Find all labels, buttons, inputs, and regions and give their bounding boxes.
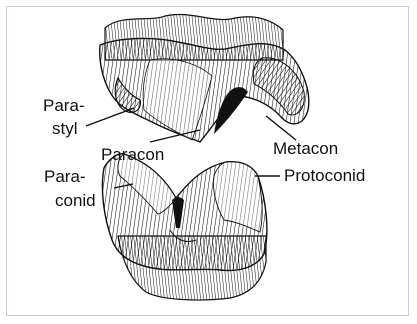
label-protoconid: Protoconid bbox=[284, 166, 365, 185]
label-paracon: Paracon bbox=[101, 145, 164, 164]
label-metacon: Metacon bbox=[273, 139, 338, 158]
lower-tooth bbox=[102, 154, 266, 300]
label-parastyl-line1: Para- bbox=[43, 96, 85, 115]
label-paraconid-line1: Para- bbox=[44, 167, 86, 186]
upper-tooth bbox=[100, 14, 309, 142]
label-parastyl-line2: styl bbox=[52, 119, 78, 138]
parastyl-leader bbox=[86, 108, 134, 126]
label-paraconid-line2: conid bbox=[55, 191, 96, 210]
